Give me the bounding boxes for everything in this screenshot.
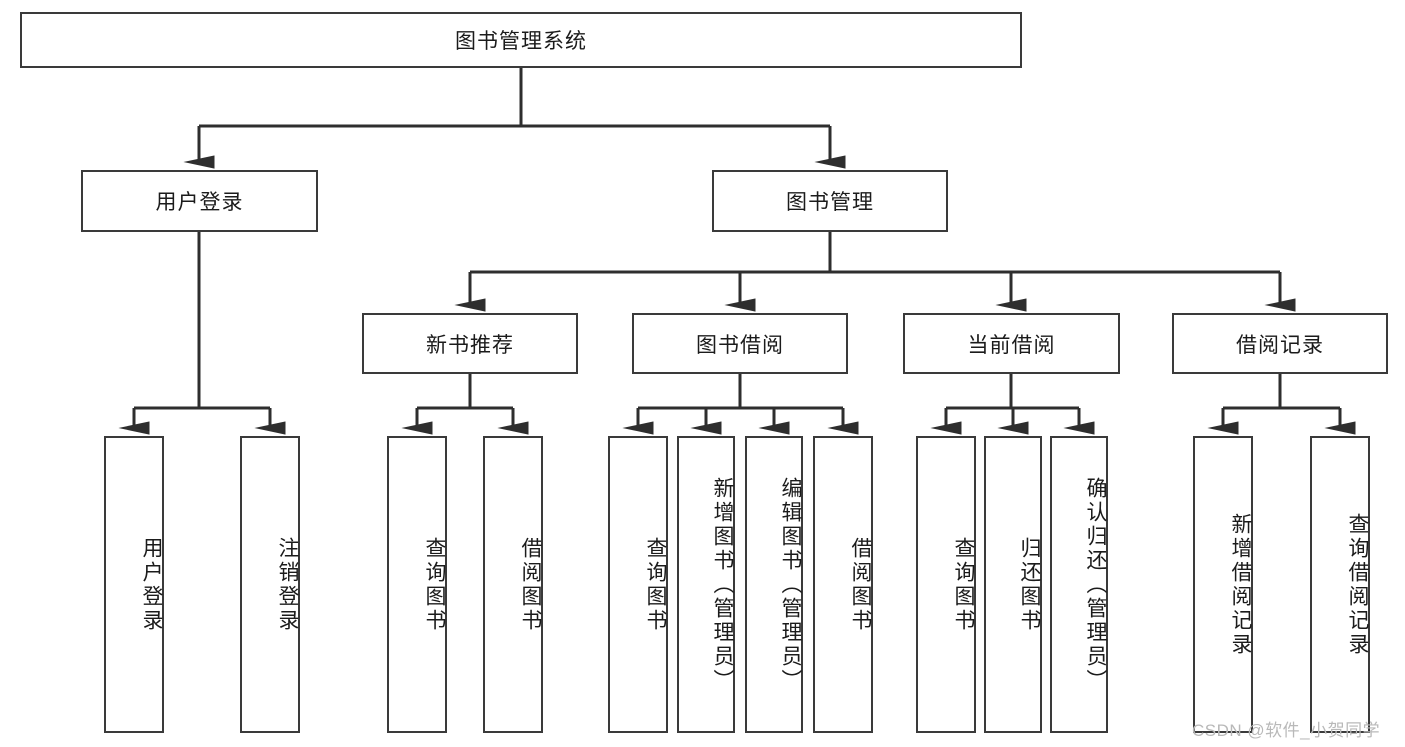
node-user-login[interactable]: 用户登录	[81, 170, 318, 232]
node-leaf-query-record[interactable]: 查询借阅记录	[1310, 436, 1370, 733]
node-leaf-query-book-2[interactable]: 查询图书	[608, 436, 668, 733]
node-label: 当前借阅	[967, 333, 1056, 357]
node-label: 查询借阅记录	[1346, 512, 1369, 657]
node-leaf-user-login[interactable]: 用户登录	[104, 436, 164, 733]
node-leaf-query-book-1[interactable]: 查询图书	[387, 436, 447, 733]
node-leaf-query-book-3[interactable]: 查询图书	[916, 436, 976, 733]
node-borrow-record[interactable]: 借阅记录	[1172, 313, 1388, 374]
node-new-book-rec[interactable]: 新书推荐	[362, 313, 578, 374]
node-book-borrow[interactable]: 图书借阅	[632, 313, 848, 374]
csdn-watermark: CSDN @软件_小贺同学	[1192, 721, 1381, 740]
node-label: 新增图书（管理员）	[711, 476, 734, 693]
node-leaf-return-book[interactable]: 归还图书	[984, 436, 1042, 733]
node-leaf-edit-book[interactable]: 编辑图书（管理员）	[745, 436, 803, 733]
node-leaf-confirm-return[interactable]: 确认归还（管理员）	[1050, 436, 1108, 733]
node-label: 新增借阅记录	[1229, 512, 1252, 657]
node-leaf-add-book[interactable]: 新增图书（管理员）	[677, 436, 735, 733]
node-label: 用户登录	[155, 191, 244, 214]
node-root-system[interactable]: 图书管理系统	[20, 12, 1022, 68]
node-label: 归还图书	[1018, 536, 1041, 633]
node-label: 查询图书	[952, 536, 975, 633]
node-label: 借阅图书	[849, 536, 872, 633]
node-label: 借阅记录	[1236, 333, 1324, 357]
node-leaf-borrow-book-1[interactable]: 借阅图书	[483, 436, 543, 733]
node-label: 图书借阅	[696, 333, 784, 357]
node-label: 借阅图书	[519, 536, 542, 633]
node-label: 查询图书	[423, 536, 446, 633]
node-label: 图书管理系统	[455, 30, 587, 53]
node-label: 注销登录	[276, 536, 299, 633]
node-label: 查询图书	[644, 536, 667, 633]
node-label: 用户登录	[140, 536, 163, 633]
node-leaf-user-logout[interactable]: 注销登录	[240, 436, 300, 733]
node-book-manage[interactable]: 图书管理	[712, 170, 948, 232]
node-label: 编辑图书（管理员）	[779, 476, 802, 693]
node-label: 图书管理	[786, 191, 874, 214]
node-label: 新书推荐	[426, 333, 514, 357]
node-leaf-add-record[interactable]: 新增借阅记录	[1193, 436, 1253, 733]
node-label: 确认归还（管理员）	[1084, 476, 1107, 693]
node-leaf-borrow-book-2[interactable]: 借阅图书	[813, 436, 873, 733]
node-current-borrow[interactable]: 当前借阅	[903, 313, 1120, 374]
